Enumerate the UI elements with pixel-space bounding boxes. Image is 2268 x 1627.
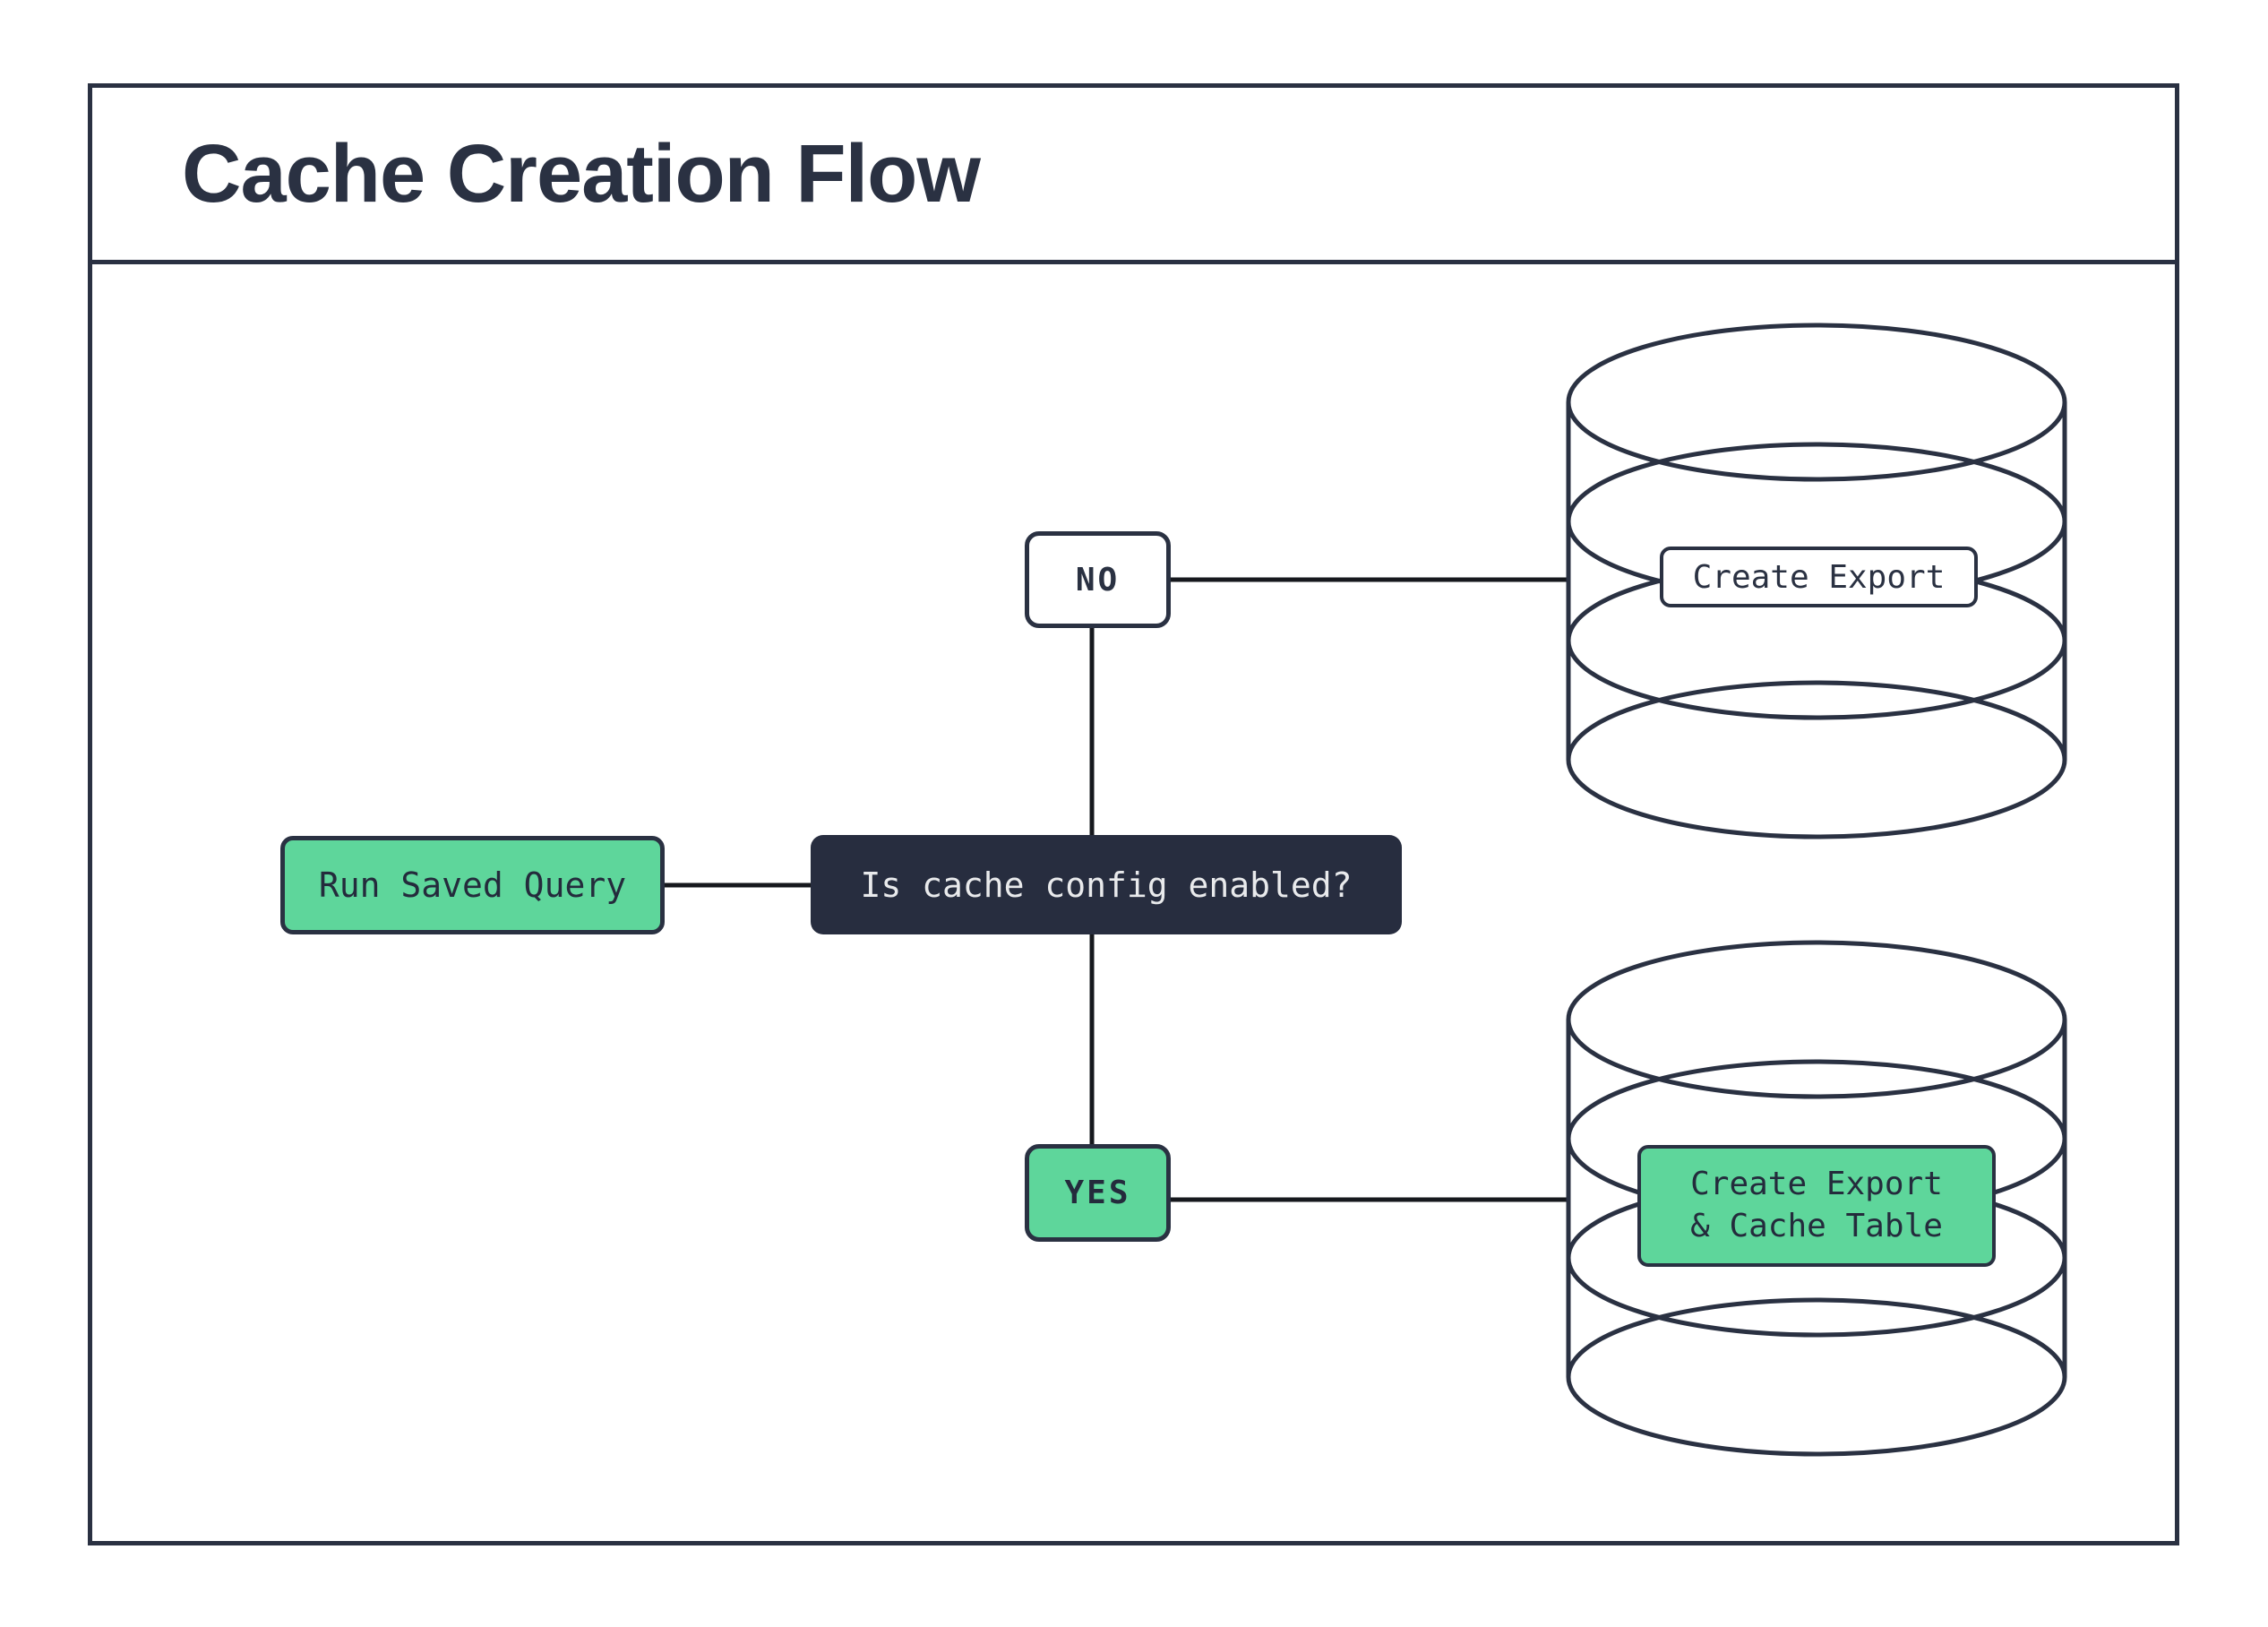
label-create-export: Create Export	[1660, 547, 1978, 607]
database-icon-top	[1566, 323, 2067, 839]
node-decision-label: Is cache config enabled?	[860, 865, 1353, 905]
label-create-export-line1: Create Export	[1690, 1166, 1943, 1203]
page-title: Cache Creation Flow	[182, 127, 981, 220]
node-branch-no: NO	[1025, 531, 1171, 628]
label-create-export-text: Create Export	[1692, 558, 1946, 596]
title-band: Cache Creation Flow	[92, 88, 2175, 264]
node-branch-yes: YES	[1025, 1144, 1171, 1242]
diagram-frame: Cache Creation Flow	[88, 83, 2179, 1545]
node-run-saved-query: Run Saved Query	[280, 836, 665, 934]
node-branch-no-label: NO	[1075, 561, 1121, 598]
node-decision-cache-config: Is cache config enabled?	[811, 835, 1402, 934]
node-branch-yes-label: YES	[1064, 1175, 1131, 1211]
connector-lines	[665, 577, 1568, 1202]
label-create-export-line2: & Cache Table	[1690, 1208, 1943, 1244]
node-run-saved-query-label: Run Saved Query	[318, 865, 627, 905]
label-create-export-cache-table: Create Export & Cache Table	[1637, 1145, 1996, 1267]
